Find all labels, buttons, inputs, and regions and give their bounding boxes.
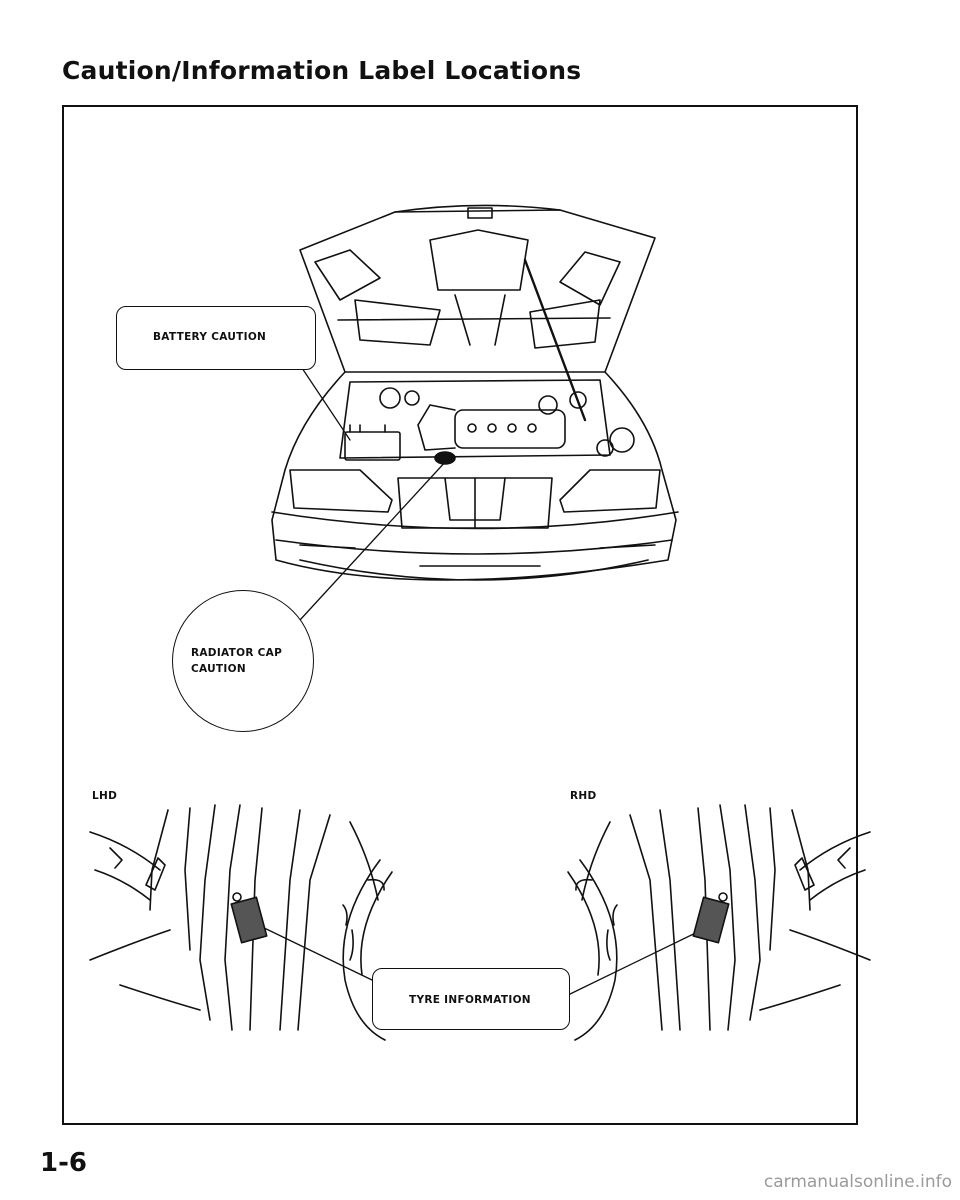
diagram-frame xyxy=(62,105,858,1125)
page-title: Caution/Information Label Locations xyxy=(62,56,582,85)
radiator-cap-label-line1: RADIATOR CAP xyxy=(191,647,283,659)
battery-caution-label: BATTERY CAUTION xyxy=(153,331,267,343)
radiator-cap-label-line2: CAUTION xyxy=(191,663,246,675)
radiator-cap-caution-callout: RADIATOR CAP CAUTION xyxy=(172,590,314,732)
page-number: 1-6 xyxy=(40,1148,87,1178)
lhd-label: LHD xyxy=(92,790,118,802)
rhd-pillar-drawing xyxy=(567,804,871,1041)
watermark-text: carmanualsonline.info xyxy=(763,1172,952,1192)
lhd-pillar-drawing xyxy=(89,804,393,1041)
tyre-information-callout: TYRE INFORMATION xyxy=(372,968,570,1030)
battery-caution-callout: BATTERY CAUTION xyxy=(116,306,316,370)
rhd-label: RHD xyxy=(570,790,597,802)
tyre-information-label: TYRE INFORMATION xyxy=(409,994,531,1006)
car-body-drawing xyxy=(271,371,679,581)
